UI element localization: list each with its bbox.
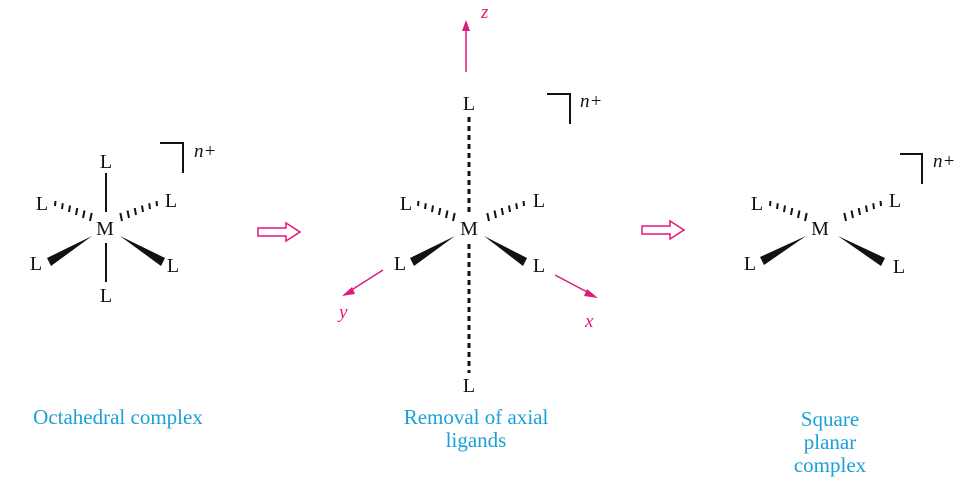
transition-arrow-2 <box>641 219 686 241</box>
wedge-bond-lower-right <box>120 236 165 266</box>
metal-center: M <box>96 218 114 240</box>
ligand-upper-right-2: L <box>533 190 545 212</box>
ligand-lower-right: L <box>167 255 179 277</box>
ligand-lower-left: L <box>30 253 42 275</box>
metal-center-2: M <box>460 218 478 240</box>
ligand-upper-right: L <box>165 190 177 212</box>
charge-bracket-3 <box>900 153 923 184</box>
caption-square-line2: planar <box>803 430 857 454</box>
square-planar-structure: L L L L M n+ <box>744 151 955 278</box>
metal-center-3: M <box>811 218 829 240</box>
charge-label-2: n+ <box>580 91 602 112</box>
wedge-bond-lower-right-2 <box>484 236 527 266</box>
ligand-lower-left-2: L <box>394 253 406 275</box>
octahedral-structure: L L L L L L M n+ <box>30 141 216 307</box>
hashed-bond-upper-left-3 <box>769 200 808 222</box>
caption-square-line1: Square <box>800 407 860 431</box>
ligand-lower-left-3: L <box>744 253 756 275</box>
caption-removal: Removal of axial ligands <box>366 406 586 452</box>
x-axis-line <box>554 274 590 294</box>
y-axis-arrowhead <box>342 287 355 296</box>
z-axis-label: z <box>480 2 489 23</box>
caption-square-line3: complex <box>793 453 867 477</box>
wedge-bond-lower-right-3 <box>838 236 885 266</box>
caption-removal-line1: Removal of axial <box>403 405 549 429</box>
ligand-lower-right-2: L <box>533 255 545 277</box>
y-axis-label: y <box>337 302 348 323</box>
charge-bracket-2 <box>547 93 571 124</box>
transition-arrow-1 <box>257 221 302 243</box>
y-axis-line <box>349 269 384 292</box>
hashed-bond-upper-left <box>54 200 93 222</box>
ligand-upper-right-3: L <box>889 190 901 212</box>
hashed-bond-upper-right-3 <box>843 200 882 222</box>
caption-square-planar: Square planar complex <box>770 408 890 477</box>
ligand-upper-left-3: L <box>751 193 763 215</box>
caption-removal-line2: ligands <box>445 428 507 452</box>
hashed-bond-upper-right <box>119 200 158 222</box>
caption-octahedral-text: Octahedral complex <box>33 405 203 429</box>
ligand-top: L <box>100 151 112 173</box>
removal-structure: z y x L L L L L L M <box>337 2 602 397</box>
caption-octahedral: Octahedral complex <box>8 406 228 429</box>
charge-label-3: n+ <box>933 151 955 172</box>
charge-bracket <box>160 142 184 173</box>
ligand-bottom: L <box>100 285 112 307</box>
charge-label: n+ <box>194 141 216 162</box>
hashed-bond-upper-left-2 <box>417 200 456 222</box>
z-axis-arrowhead <box>462 20 470 31</box>
x-axis-label: x <box>584 311 594 332</box>
ligand-upper-left-2: L <box>400 193 412 215</box>
ligand-bottom-2: L <box>463 375 475 397</box>
ligand-top-2: L <box>463 93 475 115</box>
wedge-bond-lower-left <box>47 236 92 266</box>
wedge-bond-lower-left-2 <box>410 236 455 266</box>
x-axis-arrowhead <box>584 289 598 298</box>
wedge-bond-lower-left-3 <box>760 236 806 265</box>
ligand-lower-right-3: L <box>893 256 905 278</box>
ligand-upper-left: L <box>36 193 48 215</box>
hashed-bond-upper-right-2 <box>486 200 525 222</box>
